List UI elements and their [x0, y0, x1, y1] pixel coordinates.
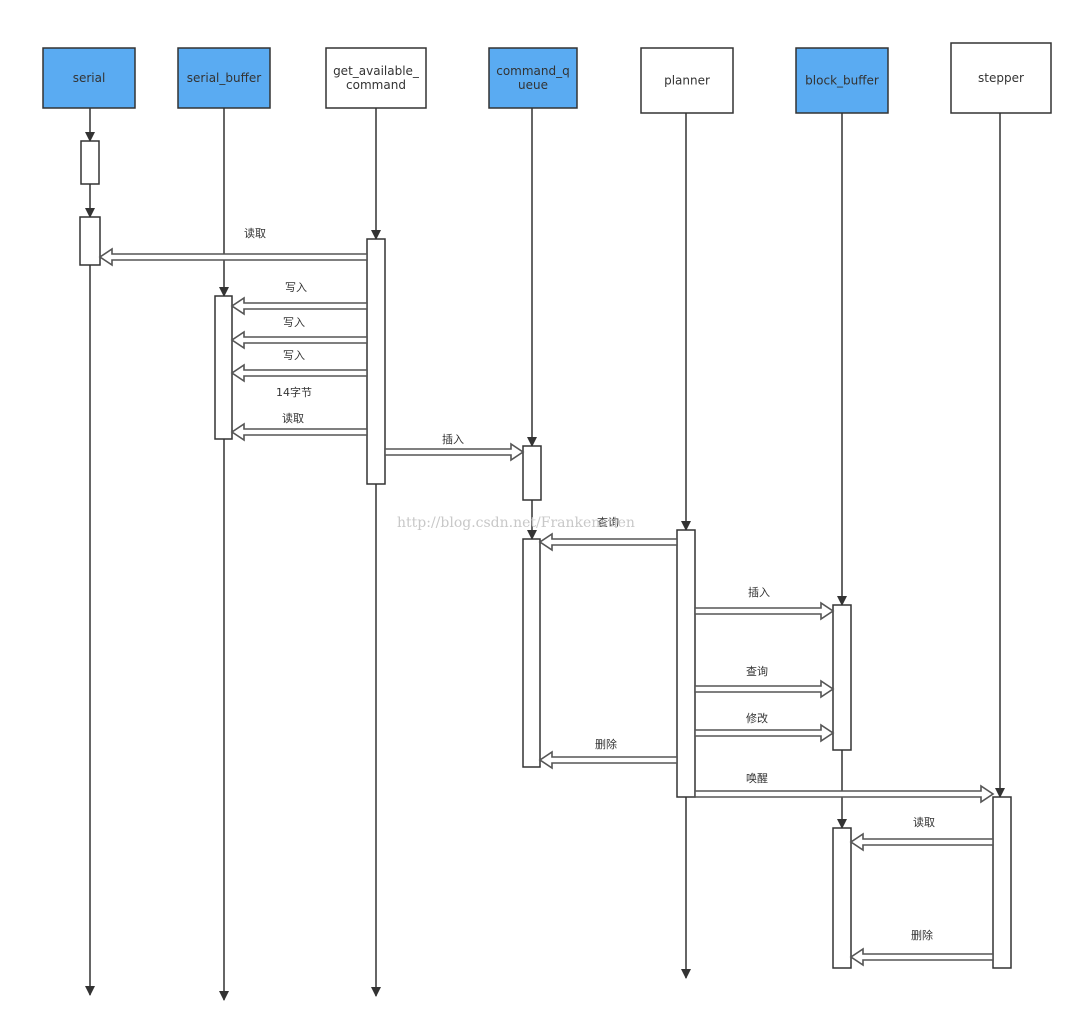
actor-get-available-command: get_available_command [325, 47, 427, 109]
message-arrow-planner-to-command-queue [538, 750, 678, 770]
message-label-get-available-command-to-serial-buffer: 写入 [283, 349, 305, 362]
message-label-planner-to-stepper: 唤醒 [746, 771, 768, 785]
message-label-planner-to-block-buffer: 查询 [746, 664, 768, 678]
actor-planner: planner [640, 47, 734, 114]
activation-bar-get-available-command [366, 238, 386, 485]
message-arrow-get-available-command-to-serial-buffer [230, 330, 368, 350]
message-label-planner-to-command-queue: 查询 [597, 515, 619, 529]
actor-label-get-available-command: get_available_ [333, 64, 420, 78]
activation-bar-stepper [992, 796, 1012, 969]
actor-label-planner: planner [664, 74, 710, 88]
actor-block-buffer: block_buffer [795, 47, 889, 114]
actor-label-command-queue: ueue [518, 78, 548, 92]
message-label-get-available-command-to-command-queue: 插入 [442, 432, 464, 446]
actor-box-block-buffer [795, 47, 889, 114]
message-arrow-stepper-to-block-buffer [849, 947, 994, 967]
actor-box-get-available-command [325, 47, 427, 109]
message-arrow-get-available-command-to-command-queue [384, 442, 525, 462]
activation-bar-serial-buffer [214, 295, 233, 440]
message-arrow-get-available-command-to-serial-buffer [230, 422, 368, 442]
actor-stepper: stepper [950, 42, 1052, 114]
actor-box-serial [42, 47, 136, 109]
actor-label-stepper: stepper [978, 71, 1024, 85]
activation-bar-serial [79, 216, 101, 266]
message-note: 14字节 [276, 385, 312, 399]
actor-serial: serial [42, 47, 136, 109]
activation-bar-serial [80, 140, 100, 185]
message-arrow-planner-to-block-buffer [694, 601, 835, 621]
message-label-get-available-command-to-serial-buffer: 写入 [285, 281, 307, 294]
message-arrow-get-available-command-to-serial-buffer [230, 363, 368, 383]
message-label-get-available-command-to-serial: 读取 [244, 226, 266, 240]
message-label-get-available-command-to-serial-buffer: 写入 [283, 316, 305, 329]
activation-bar-block-buffer [832, 827, 852, 969]
actor-label-block-buffer: block_buffer [805, 74, 879, 88]
actor-box-stepper [950, 42, 1052, 114]
activation-bar-command-queue [522, 445, 542, 501]
actor-box-serial-buffer [177, 47, 271, 109]
watermark-text: http://blog.csdn.net/Frankenstien [397, 515, 635, 531]
message-label-stepper-to-block-buffer: 删除 [911, 928, 933, 942]
message-arrow-stepper-to-block-buffer [849, 832, 994, 852]
activation-bar-block-buffer [832, 604, 852, 751]
message-arrow-planner-to-block-buffer [694, 723, 835, 743]
actor-label-serial: serial [73, 71, 106, 85]
message-arrow-planner-to-block-buffer [694, 679, 835, 699]
message-arrow-planner-to-stepper [694, 784, 995, 804]
message-arrow-planner-to-command-queue [538, 532, 678, 552]
actor-label-get-available-command: command [346, 78, 406, 92]
message-arrow-get-available-command-to-serial [98, 247, 368, 267]
actor-label-serial-buffer: serial_buffer [187, 71, 261, 85]
message-label-planner-to-block-buffer: 修改 [746, 711, 768, 725]
actor-serial-buffer: serial_buffer [177, 47, 271, 109]
message-label-get-available-command-to-serial-buffer: 读取 [282, 411, 304, 425]
actor-box-planner [640, 47, 734, 114]
activation-bar-planner [676, 529, 696, 798]
message-label-planner-to-command-queue: 删除 [595, 737, 617, 751]
actor-label-command-queue: command_q [496, 64, 570, 78]
activation-bar-command-queue [522, 538, 541, 768]
message-label-stepper-to-block-buffer: 读取 [913, 815, 935, 829]
actor-box-command-queue [488, 47, 578, 109]
message-label-planner-to-block-buffer: 插入 [748, 585, 770, 599]
message-arrow-get-available-command-to-serial-buffer [230, 296, 368, 316]
